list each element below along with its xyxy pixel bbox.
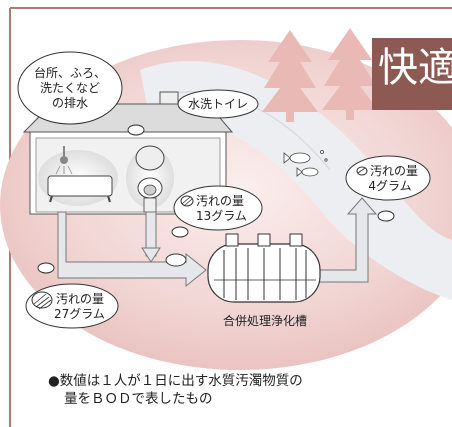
after-pollution-bubble bbox=[345, 155, 431, 201]
bubble-dot bbox=[127, 124, 145, 136]
title-clip: 快適 bbox=[372, 38, 452, 110]
title-box bbox=[372, 38, 452, 110]
after-pollution-amount: 4グラム bbox=[368, 179, 412, 193]
drain-arrow bbox=[57, 211, 207, 288]
bubble-dot bbox=[37, 262, 55, 274]
toilet-pollution-amount: 13グラム bbox=[196, 209, 247, 223]
bathtub-icon bbox=[38, 146, 118, 206]
outflow-arrow bbox=[317, 197, 378, 283]
tree-icon bbox=[262, 30, 318, 122]
toilet-icon bbox=[126, 145, 174, 213]
pollution-icon bbox=[180, 195, 194, 207]
tree-icon bbox=[322, 28, 378, 120]
fish-icon bbox=[283, 150, 328, 177]
kitchen-bath-label-line1: 台所、ふろ、 bbox=[34, 66, 107, 80]
pollution-icon bbox=[356, 166, 368, 176]
kitchen-bath-bubble bbox=[17, 51, 123, 125]
toilet-label: 水洗トイレ bbox=[187, 97, 248, 111]
after-pollution-label: 汚れの量 bbox=[370, 164, 419, 178]
toilet-pollution-bubble bbox=[173, 185, 263, 231]
footnote-line2: 量をＢＯＤで表したもの bbox=[64, 391, 213, 407]
pollution-icon bbox=[31, 291, 53, 310]
bubble-dot bbox=[171, 226, 189, 238]
bubble-dot bbox=[165, 253, 187, 267]
septic-tank-icon bbox=[207, 233, 321, 303]
diagram-title: 快適 bbox=[378, 45, 452, 91]
bubble-dot bbox=[377, 210, 395, 222]
kitchen-bath-label-line2: 洗たくなど bbox=[39, 81, 100, 95]
septic-tank-label: 合併処理浄化槽 bbox=[222, 314, 307, 328]
footnote-line1: ●数値は１人が１日に出す水質汚濁物質の bbox=[48, 373, 303, 389]
toilet-pollution-label: 汚れの量 bbox=[196, 194, 245, 208]
before-pollution-label: 汚れの量 bbox=[56, 292, 105, 306]
toilet-bubble bbox=[177, 89, 259, 119]
before-pollution-amount: 27グラム bbox=[54, 307, 105, 321]
kitchen-bath-label-line3: の排水 bbox=[51, 96, 88, 110]
